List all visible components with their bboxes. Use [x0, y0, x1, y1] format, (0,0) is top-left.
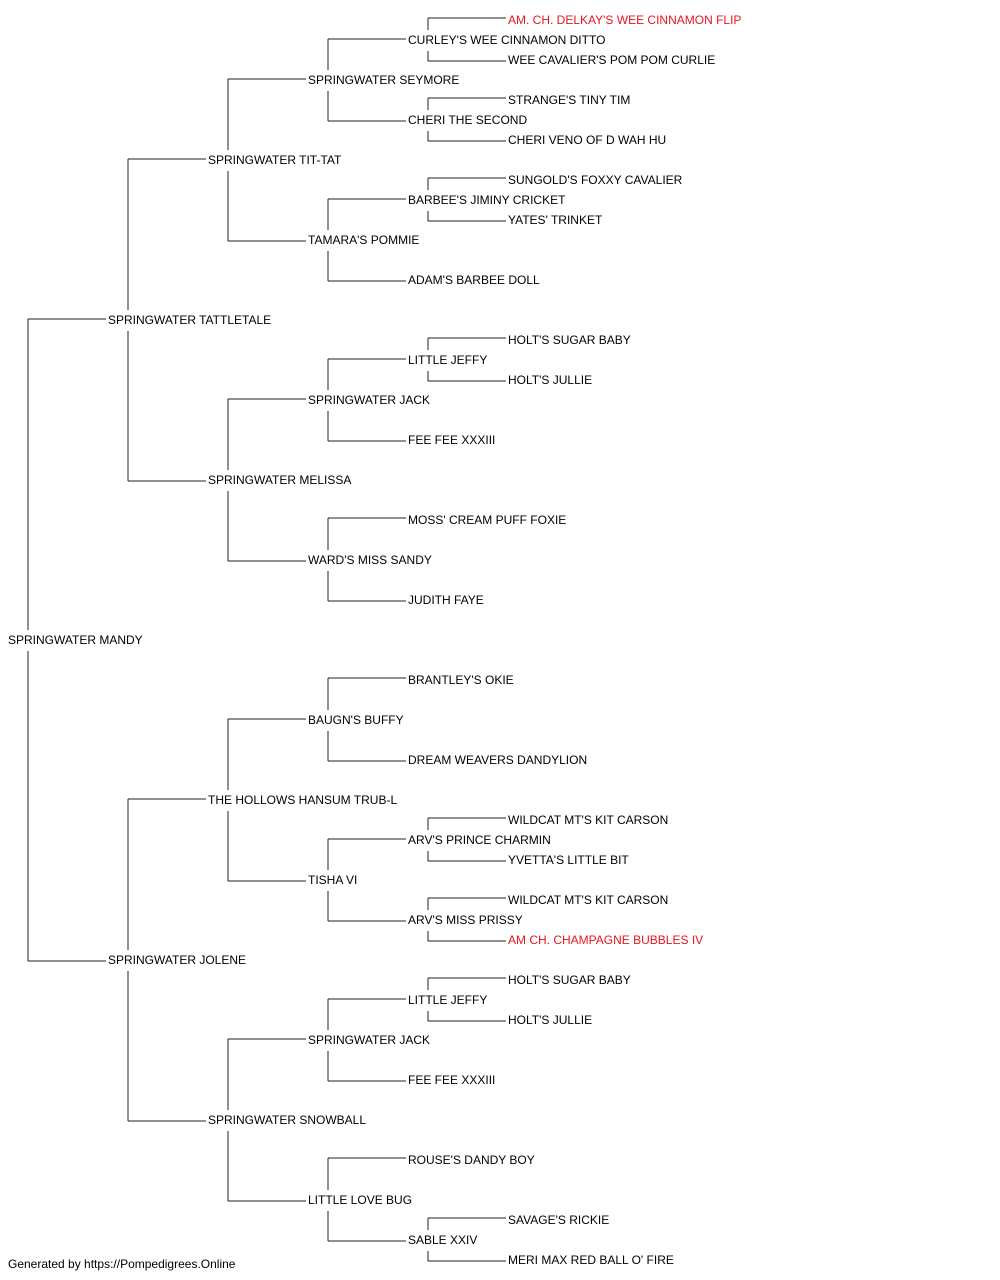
ancestor-name: BARBEE'S JIMINY CRICKET	[408, 193, 566, 207]
ancestor-name: YATES' TRINKET	[508, 213, 603, 227]
ancestor-name: WEE CAVALIER'S POM POM CURLIE	[508, 53, 715, 67]
ancestor-name: FEE FEE XXXIII	[408, 1073, 495, 1087]
ancestor-name: MOSS' CREAM PUFF FOXIE	[408, 513, 566, 527]
ancestor-name: LITTLE JEFFY	[408, 353, 487, 367]
ancestor-name: TISHA VI	[308, 873, 357, 887]
ancestor-name: SPRINGWATER JOLENE	[108, 953, 246, 967]
ancestor-name: SPRINGWATER TIT-TAT	[208, 153, 342, 167]
ancestor-name: ADAM'S BARBEE DOLL	[408, 273, 540, 287]
ancestor-name: DREAM WEAVERS DANDYLION	[408, 753, 587, 767]
ancestor-name: LITTLE JEFFY	[408, 993, 487, 1007]
ancestor-name: SABLE XXIV	[408, 1233, 477, 1247]
ancestor-name: CHERI VENO OF D WAH HU	[508, 133, 666, 147]
ancestor-name: WILDCAT MT'S KIT CARSON	[508, 813, 668, 827]
ancestor-name: SPRINGWATER TATTLETALE	[108, 313, 271, 327]
ancestor-name: TAMARA'S POMMIE	[308, 233, 419, 247]
ancestor-name: CURLEY'S WEE CINNAMON DITTO	[408, 33, 605, 47]
ancestor-name: HOLT'S SUGAR BABY	[508, 333, 631, 347]
ancestor-name: SAVAGE'S RICKIE	[508, 1213, 609, 1227]
ancestor-name: CHERI THE SECOND	[408, 113, 527, 127]
ancestor-name: SPRINGWATER SEYMORE	[308, 73, 459, 87]
ancestor-name: ARV'S PRINCE CHARMIN	[408, 833, 551, 847]
ancestor-name: SPRINGWATER JACK	[308, 393, 430, 407]
ancestor-name: HOLT'S SUGAR BABY	[508, 973, 631, 987]
ancestor-name: WILDCAT MT'S KIT CARSON	[508, 893, 668, 907]
ancestor-name: BRANTLEY'S OKIE	[408, 673, 514, 687]
ancestor-name: LITTLE LOVE BUG	[308, 1193, 412, 1207]
subject-name: SPRINGWATER MANDY	[8, 633, 143, 647]
ancestor-name: HOLT'S JULLIE	[508, 1013, 592, 1027]
ancestor-name: JUDITH FAYE	[408, 593, 484, 607]
ancestor-name: FEE FEE XXXIII	[408, 433, 495, 447]
ancestor-name: SPRINGWATER MELISSA	[208, 473, 351, 487]
ancestor-name: ROUSE'S DANDY BOY	[408, 1153, 535, 1167]
ancestor-name: THE HOLLOWS HANSUM TRUB-L	[208, 793, 397, 807]
ancestor-name: MERI MAX RED BALL O' FIRE	[508, 1253, 674, 1267]
ancestor-name: STRANGE'S TINY TIM	[508, 93, 630, 107]
ancestor-name: AM. CH. DELKAY'S WEE CINNAMON FLIP	[508, 13, 741, 27]
ancestor-name: WARD'S MISS SANDY	[308, 553, 432, 567]
ancestor-name: SPRINGWATER JACK	[308, 1033, 430, 1047]
ancestor-name: BAUGN'S BUFFY	[308, 713, 404, 727]
ancestor-name: HOLT'S JULLIE	[508, 373, 592, 387]
ancestor-name: SUNGOLD'S FOXXY CAVALIER	[508, 173, 683, 187]
footer-credit: Generated by https://Pompedigrees.Online	[8, 1257, 236, 1271]
ancestor-name: AM CH. CHAMPAGNE BUBBLES IV	[508, 933, 703, 947]
ancestor-name: ARV'S MISS PRISSY	[408, 913, 523, 927]
ancestor-name: SPRINGWATER SNOWBALL	[208, 1113, 366, 1127]
ancestor-name: YVETTA'S LITTLE BIT	[508, 853, 629, 867]
